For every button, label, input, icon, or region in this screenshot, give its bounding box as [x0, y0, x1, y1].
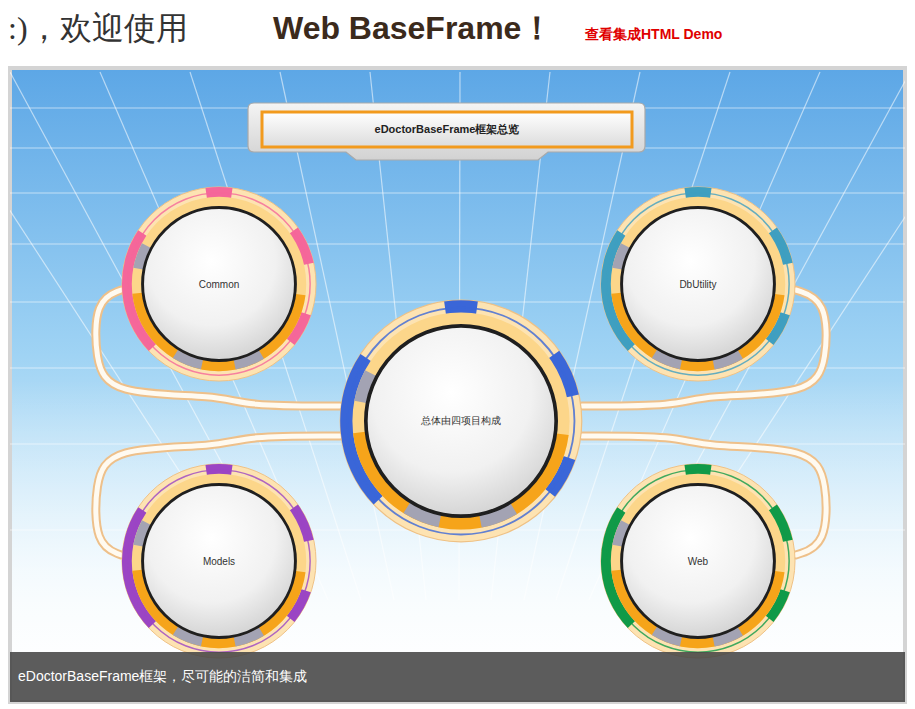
inner-disk [622, 208, 775, 361]
color-ring [348, 308, 575, 535]
light-band [132, 197, 306, 371]
project-circle: Models [121, 463, 317, 659]
inner-disk [622, 485, 775, 638]
welcome-text: :)，欢迎使用 [8, 8, 188, 48]
project-name: Web [688, 556, 708, 567]
caption-holder: eDoctorBaseFrame框架，尽可能的洁简和集成 [18, 652, 307, 702]
outer-ring [122, 464, 316, 658]
caption-text: eDoctorBaseFrame框架，尽可能的洁简和集成 [18, 668, 307, 686]
light-band [352, 312, 569, 529]
diagram-title: eDoctorBaseFrame框架总览 [375, 122, 520, 137]
color-ring [128, 470, 310, 652]
color-ring [128, 193, 310, 375]
sky-ground [12, 70, 903, 700]
color-ring [607, 193, 789, 375]
banner-plate [248, 103, 645, 160]
caption-bar [10, 652, 905, 702]
outer-ring [340, 300, 582, 542]
ring-group [601, 187, 795, 381]
grid-line [10, 192, 905, 193]
product-name: Web BaseFrame！ [273, 8, 553, 48]
project-circle: DbUtility [600, 186, 796, 382]
light-band [132, 474, 306, 648]
outer-ring [122, 187, 316, 381]
ring-group [340, 300, 582, 542]
light-band [611, 197, 785, 371]
light-band [611, 474, 785, 648]
inner-disk [143, 485, 296, 638]
outer-ring [601, 187, 795, 381]
ring-group [122, 187, 316, 381]
panel-frame [8, 66, 907, 704]
project-name: Common [199, 279, 240, 290]
color-ring [607, 470, 789, 652]
project-name: 总体由四项目构成 [421, 414, 501, 428]
demo-link: 查看集成HTML Demo [585, 25, 722, 43]
inner-disk [366, 326, 556, 516]
outer-ring [601, 464, 795, 658]
title-banner: eDoctorBaseFrame框架总览 [262, 112, 632, 147]
project-circle: Web [600, 463, 796, 659]
project-name: Models [203, 556, 235, 567]
inner-disk [143, 208, 296, 361]
project-circle: Common [121, 186, 317, 382]
ring-group [122, 464, 316, 658]
project-name: DbUtility [679, 279, 716, 290]
ring-group [601, 464, 795, 658]
banner-box [262, 112, 632, 147]
project-circle: 总体由四项目构成 [339, 299, 583, 543]
